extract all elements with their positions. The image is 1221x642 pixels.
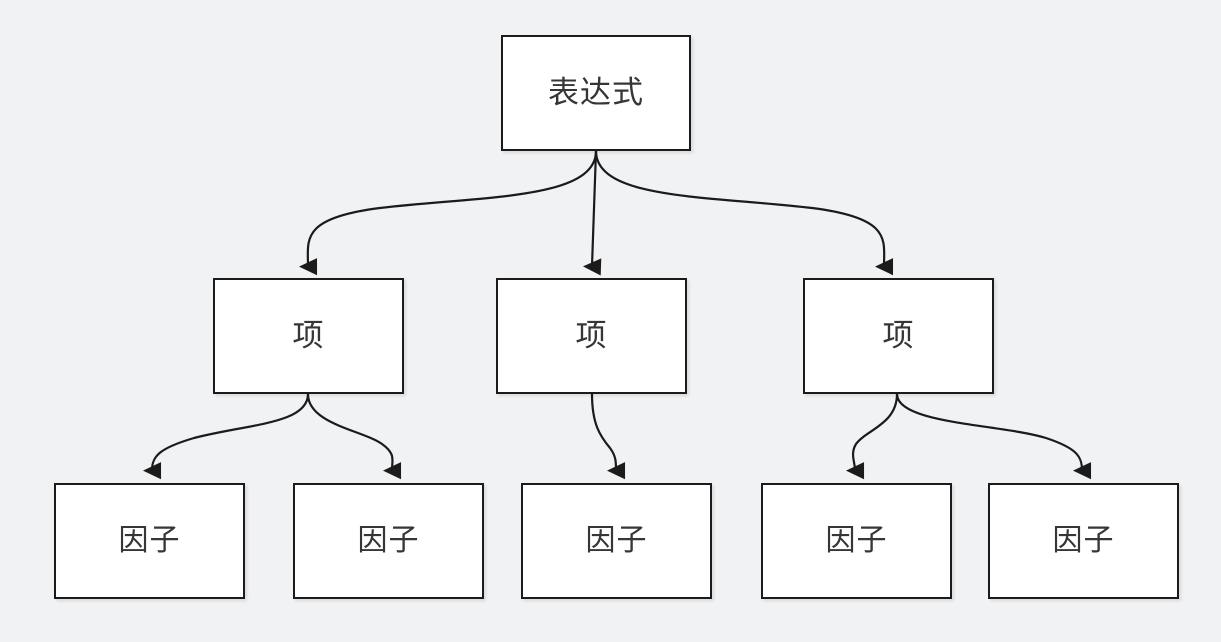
node-factor-5[interactable]: 因子: [988, 483, 1179, 599]
edge-term-1-factor-2: [306, 393, 402, 480]
node-factor-4[interactable]: 因子: [761, 483, 952, 599]
node-factor-5-label: 因子: [1052, 523, 1115, 558]
node-term-3[interactable]: 项: [803, 278, 994, 394]
edge-term-3-factor-5: [895, 393, 1092, 480]
node-term-2[interactable]: 项: [496, 278, 687, 394]
edge-expression-term-1: [298, 150, 598, 276]
edge-expression-term-2: [582, 150, 602, 276]
node-factor-2-label: 因子: [357, 523, 420, 558]
node-expression-label: 表达式: [548, 74, 644, 111]
node-term-1-label: 项: [292, 317, 325, 354]
node-factor-1[interactable]: 因子: [54, 483, 245, 599]
edge-term-1-factor-1: [142, 393, 310, 480]
edge-expression-term-3: [594, 150, 894, 276]
edge-term-2-factor-3: [590, 393, 626, 480]
node-term-1[interactable]: 项: [213, 278, 404, 394]
node-term-3-label: 项: [882, 317, 915, 354]
node-factor-3-label: 因子: [585, 523, 648, 558]
node-expression[interactable]: 表达式: [501, 35, 691, 151]
node-factor-3[interactable]: 因子: [521, 483, 712, 599]
edge-term-3-factor-4: [845, 393, 899, 480]
node-term-2-label: 项: [575, 317, 608, 354]
node-factor-1-label: 因子: [118, 523, 181, 558]
node-factor-2[interactable]: 因子: [293, 483, 484, 599]
node-factor-4-label: 因子: [825, 523, 888, 558]
